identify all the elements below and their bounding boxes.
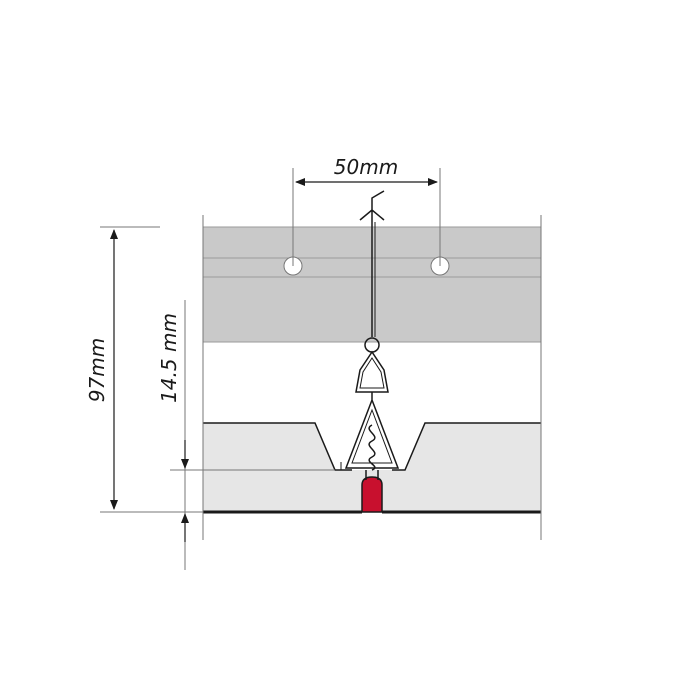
dimension-total-height: 97mm <box>85 229 118 510</box>
red-joint-insert <box>361 476 383 513</box>
suspension-clip <box>344 190 400 480</box>
clip-prongs <box>365 470 379 480</box>
dimension-panel-height-label: 14.5 mm <box>157 313 181 403</box>
dimension-total-height-label: 97mm <box>85 338 109 402</box>
ceiling-panel <box>203 422 541 514</box>
dimension-spacing: 50mm <box>295 155 438 186</box>
lower-clip <box>344 392 400 469</box>
dimension-panel-height: 14.5 mm <box>157 300 189 570</box>
panel-top-edge <box>203 422 541 471</box>
top-hook <box>359 190 385 222</box>
dimension-spacing-label: 50mm <box>334 155 398 179</box>
upper-clip-inner <box>359 357 385 389</box>
extension-lines <box>100 168 542 540</box>
panel-body <box>203 423 541 512</box>
spring-coil <box>368 424 376 471</box>
